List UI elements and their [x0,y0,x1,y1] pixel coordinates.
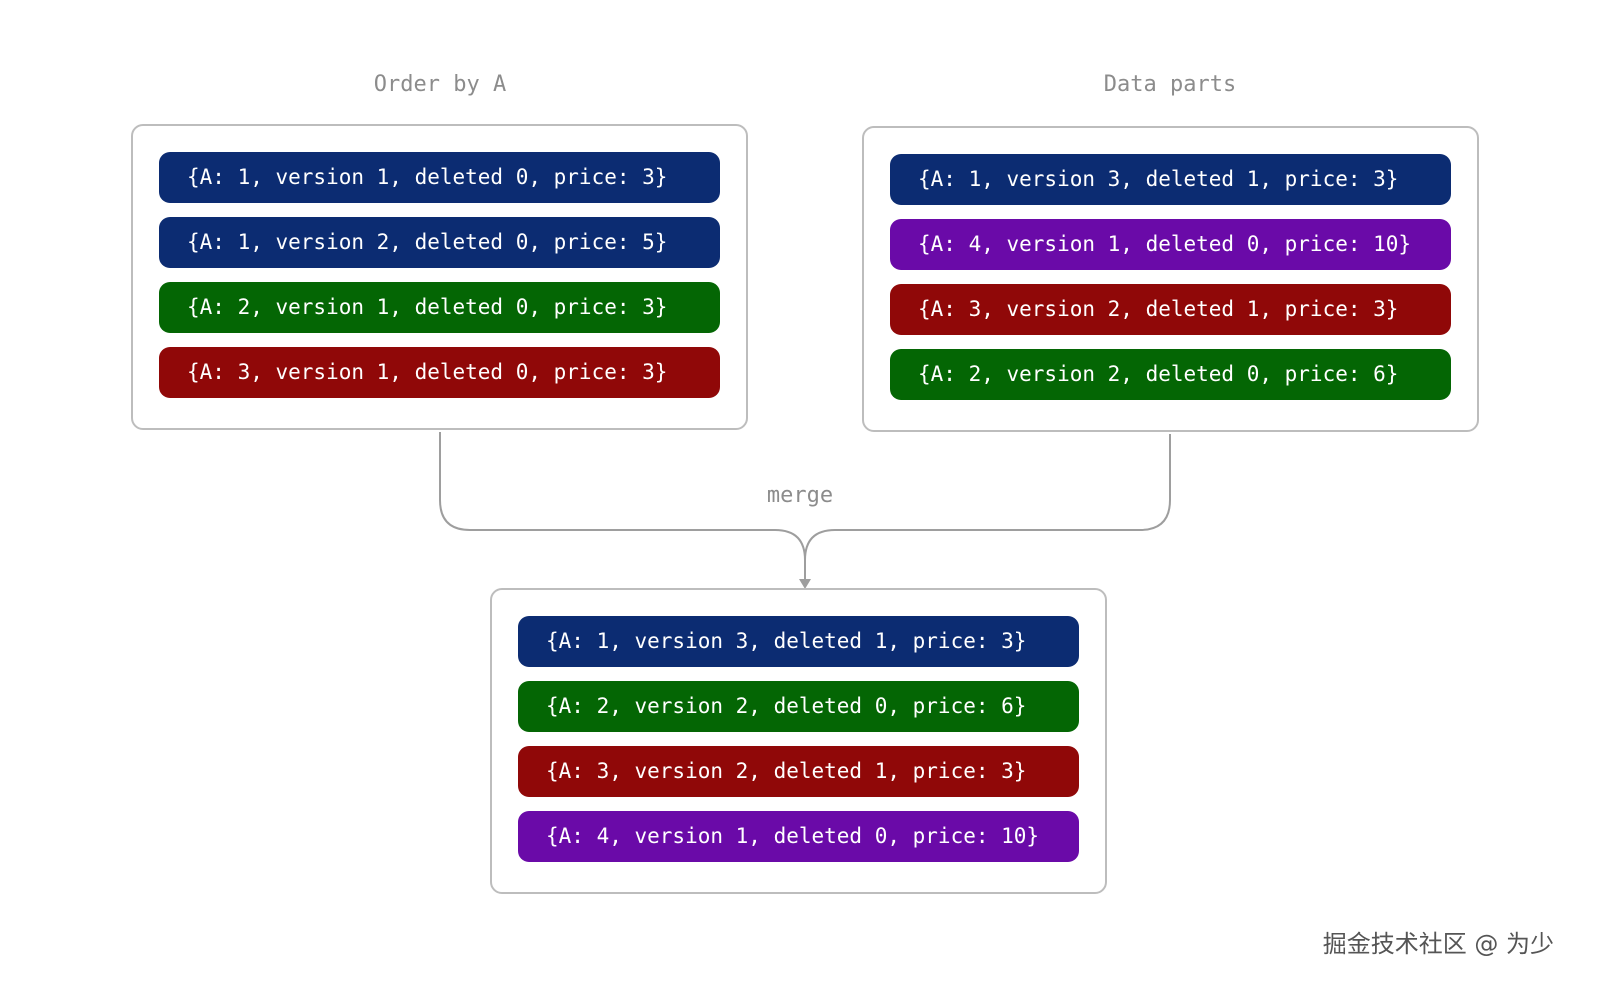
result-row-3: {A: 3, version 2, deleted 1, price: 3} [518,746,1079,797]
result-row-4: {A: 4, version 1, deleted 0, price: 10} [518,811,1079,862]
result-row-2: {A: 2, version 2, deleted 0, price: 6} [518,681,1079,732]
right-panel-caption: Data parts [1103,72,1237,97]
merge-label: merge [766,483,834,508]
left-row-4: {A: 3, version 1, deleted 0, price: 3} [159,347,720,398]
left-row-2: {A: 1, version 2, deleted 0, price: 5} [159,217,720,268]
order-by-a-panel: {A: 1, version 1, deleted 0, price: 3} {… [131,124,748,430]
merge-line-left [439,432,806,580]
left-row-3: {A: 2, version 1, deleted 0, price: 3} [159,282,720,333]
right-row-2: {A: 4, version 1, deleted 0, price: 10} [890,219,1451,270]
merge-line-right [804,434,1171,561]
left-panel-caption: Order by A [373,72,507,97]
merge-arrowhead [799,579,811,589]
merged-result-panel: {A: 1, version 3, deleted 1, price: 3} {… [490,588,1107,894]
data-parts-panel: {A: 1, version 3, deleted 1, price: 3} {… [862,126,1479,432]
right-row-4: {A: 2, version 2, deleted 0, price: 6} [890,349,1451,400]
right-row-3: {A: 3, version 2, deleted 1, price: 3} [890,284,1451,335]
result-row-1: {A: 1, version 3, deleted 1, price: 3} [518,616,1079,667]
right-row-1: {A: 1, version 3, deleted 1, price: 3} [890,154,1451,205]
watermark: 掘金技术社区 @ 为少 [1322,930,1554,958]
left-row-1: {A: 1, version 1, deleted 0, price: 3} [159,152,720,203]
